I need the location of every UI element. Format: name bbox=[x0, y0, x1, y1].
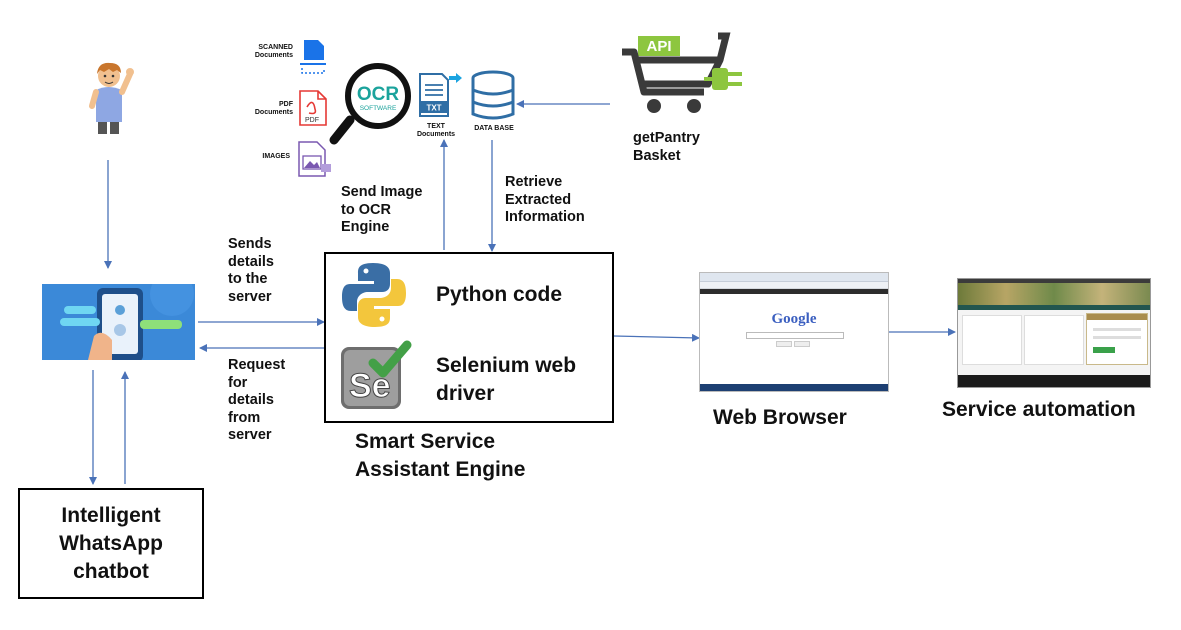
browser-lucky-btn bbox=[794, 341, 810, 347]
selenium-logo-icon: Se bbox=[341, 340, 412, 409]
web-browser-label: Web Browser bbox=[713, 406, 847, 429]
ocr-magnifier-icon: OCR SOFTWARE bbox=[329, 63, 411, 145]
svg-text:Se: Se bbox=[349, 367, 391, 405]
chatbot-box: Intelligent WhatsApp chatbot bbox=[18, 488, 204, 599]
portal-panel-left bbox=[962, 315, 1022, 365]
label-send-image: Send Image to OCR Engine bbox=[341, 184, 423, 235]
portal-nav bbox=[958, 305, 1150, 310]
arrow-engine-to-browser bbox=[613, 333, 700, 342]
database-icon bbox=[471, 70, 515, 120]
portal-taskbar bbox=[958, 375, 1150, 387]
service-portal-screenshot bbox=[957, 278, 1151, 388]
engine-box: Python code Se Selenium web driver bbox=[324, 252, 614, 423]
txt-icon-text: TXT bbox=[426, 104, 441, 113]
text-documents-label: TEXT Documents bbox=[416, 123, 456, 138]
label-sends-details: Sends details to the server bbox=[228, 236, 274, 305]
engine-caption: Smart Service Assistant Engine bbox=[355, 430, 526, 481]
phone-chat-icon bbox=[42, 284, 195, 360]
scanned-documents-label: SCANNED Documents bbox=[254, 44, 293, 59]
database-label: DATA BASE bbox=[474, 125, 514, 132]
portal-panel-mid bbox=[1024, 315, 1084, 365]
image-file-icon bbox=[298, 141, 331, 177]
pdf-icon: PDF bbox=[299, 90, 327, 126]
web-browser-window: Google bbox=[699, 272, 889, 392]
txt-document-icon: TXT bbox=[419, 73, 462, 117]
browser-titlebar bbox=[700, 273, 888, 282]
api-badge-text: API bbox=[646, 38, 671, 55]
portal-login-panel bbox=[1086, 313, 1148, 365]
browser-toolbar bbox=[700, 282, 888, 289]
getpantry-label: getPantry Basket bbox=[633, 130, 700, 164]
portal-titlebar bbox=[958, 279, 1150, 283]
user-figure-icon bbox=[89, 62, 134, 134]
ocr-sub-text: SOFTWARE bbox=[360, 105, 397, 112]
browser-taskbar bbox=[700, 384, 888, 391]
browser-google-bar bbox=[700, 289, 888, 294]
scanned-document-icon bbox=[300, 40, 326, 74]
portal-banner bbox=[958, 283, 1150, 305]
browser-search-box bbox=[746, 332, 844, 339]
chatbot-title: Intelligent WhatsApp chatbot bbox=[59, 503, 163, 583]
images-label: IMAGES bbox=[262, 153, 290, 160]
python-code-label: Python code bbox=[436, 283, 563, 306]
service-automation-label: Service automation bbox=[942, 398, 1136, 421]
browser-search-btn bbox=[776, 341, 792, 347]
pdf-icon-text: PDF bbox=[305, 117, 319, 124]
pdf-documents-label: PDF Documents bbox=[254, 101, 293, 116]
chat-phone-illustration bbox=[42, 284, 195, 360]
selenium-label: Selenium web driver bbox=[436, 354, 577, 405]
python-logo-icon bbox=[342, 263, 406, 327]
api-cart-icon: API bbox=[622, 32, 742, 113]
ocr-text: OCR bbox=[357, 84, 400, 105]
label-retrieve-info: Retrieve Extracted Information bbox=[505, 174, 585, 225]
label-request-details: Request for details from server bbox=[228, 357, 286, 443]
google-logo: Google bbox=[771, 311, 817, 327]
